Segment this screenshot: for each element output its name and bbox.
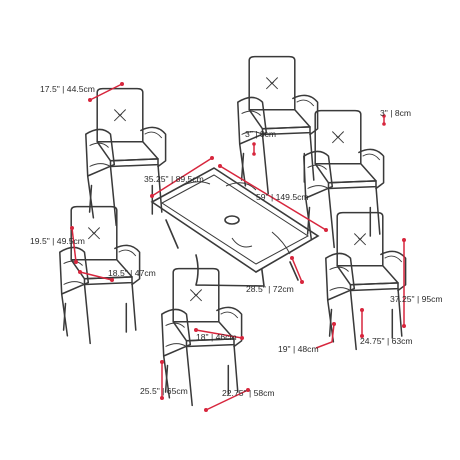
umbrella-hole: [224, 215, 240, 225]
label-chair-depth: 25.5" | 65cm: [140, 386, 188, 396]
label-chair-total-height: 37.25" | 95cm: [390, 294, 443, 304]
dimension-labels: 17.5" | 44.5cm 35.25" | 89.5cm 59" | 149…: [30, 84, 443, 398]
chair-back-left: [85, 87, 167, 227]
label-seat-depth: 18" | 46cm: [196, 332, 237, 342]
label-table-length: 59" | 149.5cm: [256, 192, 309, 202]
table-top: [150, 167, 320, 273]
chair-back-right: [303, 109, 385, 249]
table: [150, 167, 320, 287]
label-seat-back-height: 19.5" | 49.5cm: [30, 236, 85, 246]
dimension-lines: [70, 82, 406, 412]
label-arm-thickness: 3" | 8cm: [380, 108, 411, 118]
label-seat-height: 19" | 48cm: [278, 344, 319, 354]
chair-back-middle: [237, 55, 319, 195]
label-table-height: 28.5" | 72cm: [246, 284, 294, 294]
label-chair-back-width: 17.5" | 44.5cm: [40, 84, 95, 94]
label-arm-height: 18.5" | 47cm: [108, 268, 156, 278]
label-arm-to-floor: 24.75" | 63cm: [360, 336, 413, 346]
label-chair-width: 22.75" | 58cm: [222, 388, 275, 398]
label-table-width: 35.25" | 89.5cm: [144, 174, 204, 184]
label-table-frame-thickness: 3" | 8cm: [245, 129, 276, 139]
chair-front-right: [325, 211, 407, 351]
